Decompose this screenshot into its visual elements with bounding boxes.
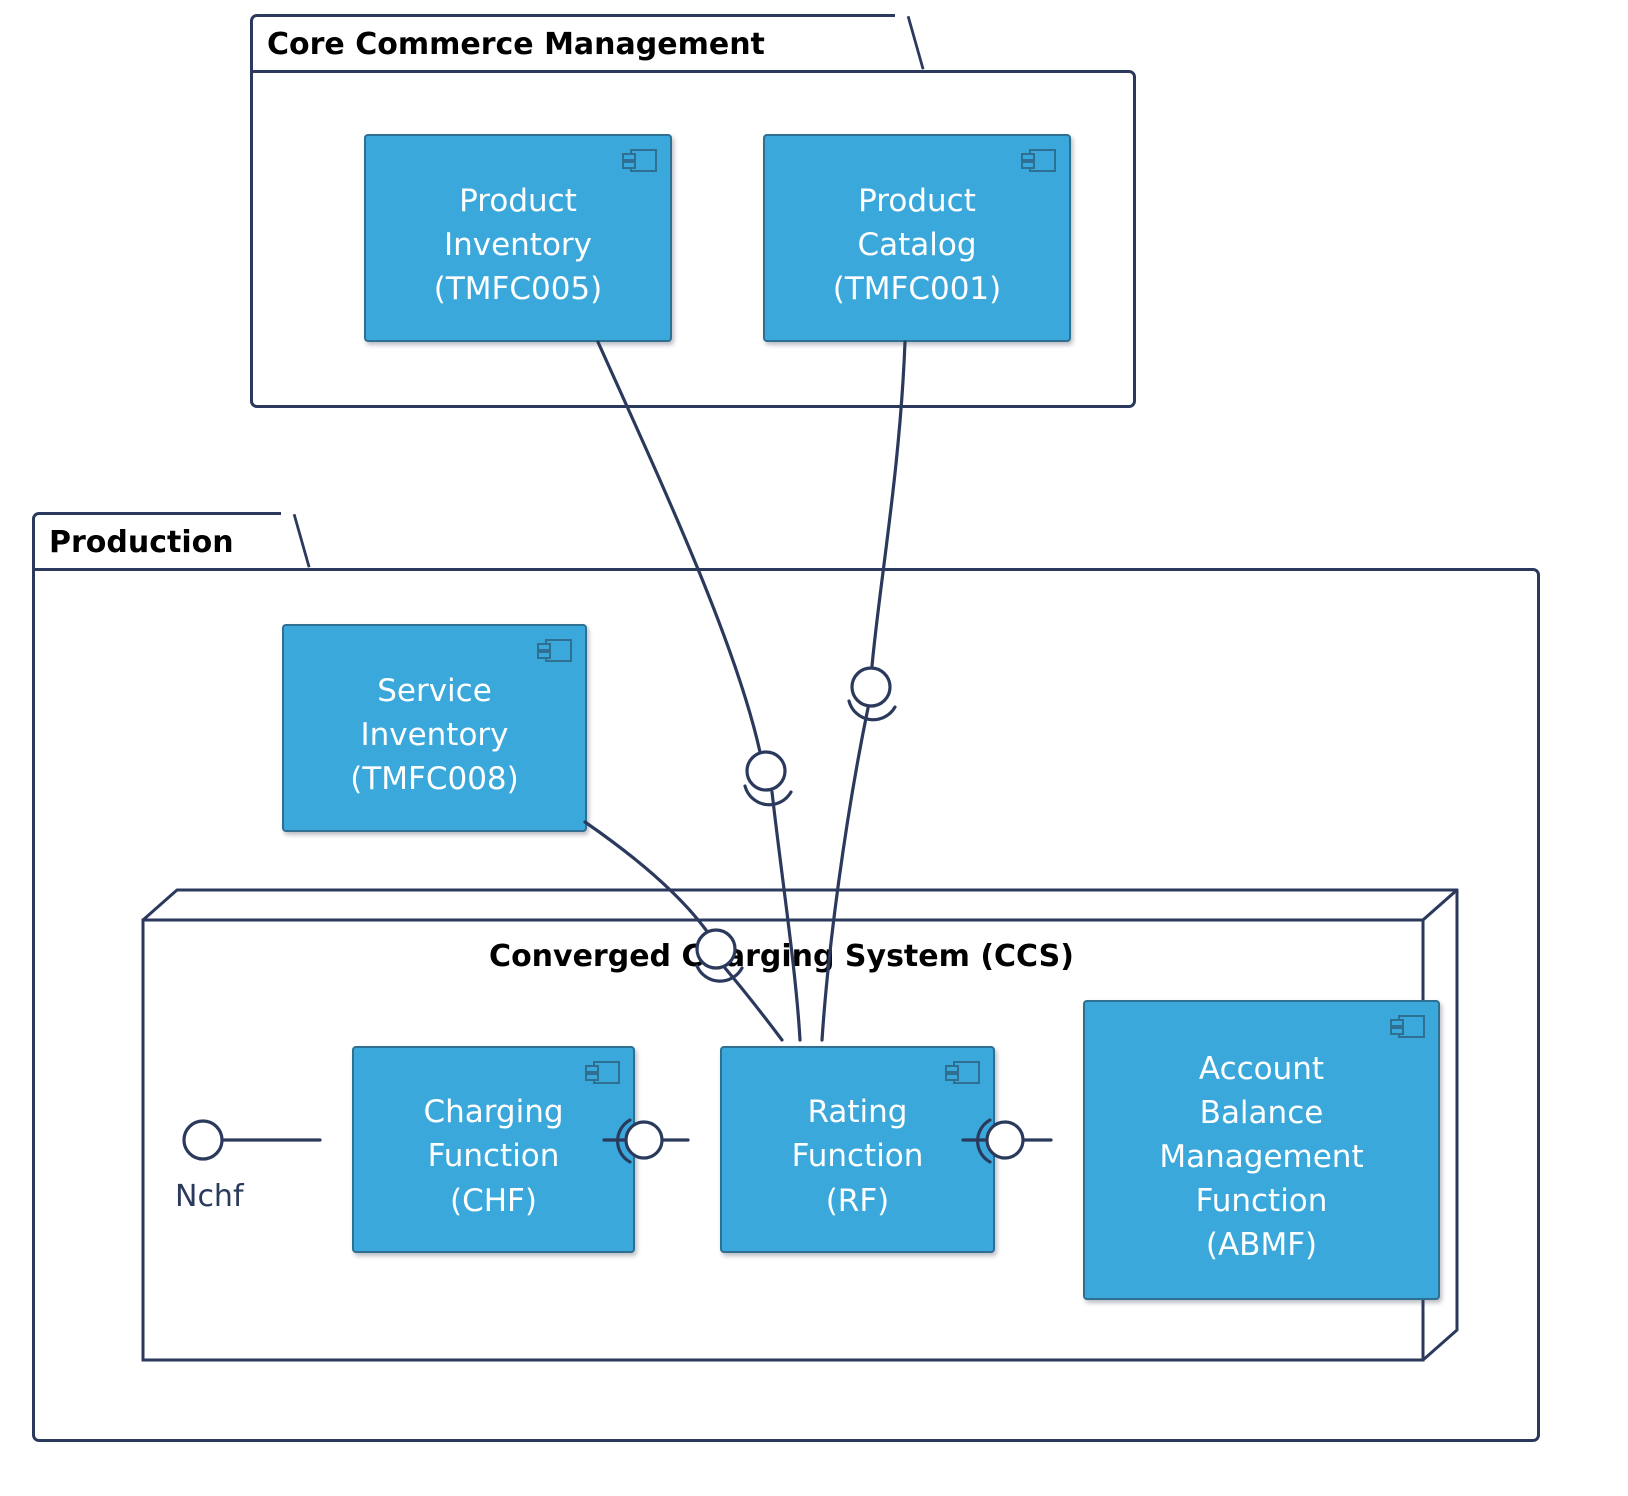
component-service-inventory[interactable]: Service Inventory (TMFC008) [282, 624, 587, 832]
package-tab-slant-core [895, 14, 925, 72]
package-tab-slant-production [281, 512, 311, 570]
component-label-rating-function: Rating Function (RF) [791, 1094, 924, 1219]
component-icon [1021, 149, 1056, 172]
package-title-production: Production [49, 524, 234, 560]
component-label-product-inventory: Product Inventory (TMFC005) [433, 182, 603, 307]
component-label-account-balance-management-function: Account Balance Management Function (ABM… [1159, 1050, 1364, 1264]
component-rating-function[interactable]: Rating Function (RF) [720, 1046, 995, 1253]
component-label-product-catalog: Product Catalog (TMFC001) [832, 182, 1002, 307]
node-converged-charging-system[interactable]: Converged Charging System (CCS) Charging… [140, 887, 1460, 1363]
component-icon [622, 149, 657, 172]
interface-label-nchf: Nchf [175, 1179, 244, 1214]
component-icon [1390, 1015, 1425, 1038]
component-label-service-inventory: Service Inventory (TMFC008) [350, 672, 519, 797]
component-product-inventory[interactable]: Product Inventory (TMFC005) [364, 134, 672, 342]
package-tab-production: Production [32, 512, 284, 570]
component-account-balance-management-function[interactable]: Account Balance Management Function (ABM… [1083, 1000, 1440, 1300]
component-icon [585, 1061, 620, 1084]
component-icon [945, 1061, 980, 1084]
node-title-converged-charging-system: Converged Charging System (CCS) [489, 939, 1074, 974]
package-core-commerce-management[interactable]: Core Commerce Management Product Invento… [250, 14, 1136, 408]
package-tab-core-commerce-management: Core Commerce Management [250, 14, 898, 72]
component-charging-function[interactable]: Charging Function (CHF) [352, 1046, 635, 1253]
component-product-catalog[interactable]: Product Catalog (TMFC001) [763, 134, 1071, 342]
component-label-charging-function: Charging Function (CHF) [423, 1094, 564, 1219]
package-production[interactable]: Production Service Inventory (TMFC008) [32, 512, 1540, 1442]
package-title-core-commerce-management: Core Commerce Management [267, 26, 765, 62]
component-icon [537, 639, 572, 662]
